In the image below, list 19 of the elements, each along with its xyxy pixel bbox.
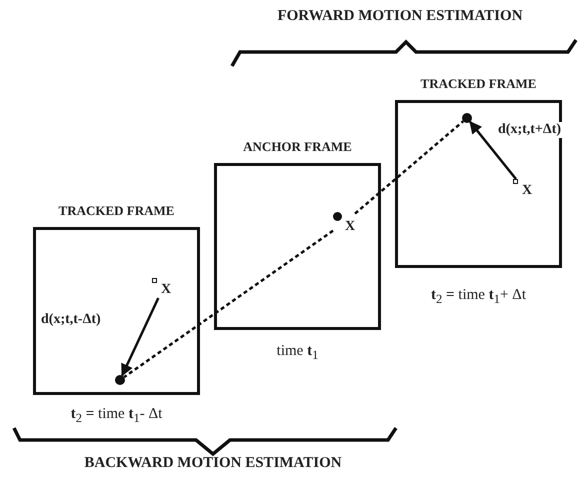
bracket-caption: BACKWARD MOTION ESTIMATION — [84, 455, 342, 472]
dashed-line — [123, 230, 334, 378]
point-label: X — [345, 220, 356, 234]
time-caption: t$_{2}$ = time t$_{1}$+ Δt — [431, 287, 526, 307]
arrow — [469, 120, 517, 180]
edge-label: d(x;t,t-Δt) — [40, 312, 102, 328]
time-caption: t$_{2}$ = time t$_{1}$- Δt — [70, 406, 162, 426]
arrow — [120, 297, 160, 377]
point-label: X — [161, 283, 172, 297]
bracket-caption: FORWARD MOTION ESTIMATION — [277, 8, 523, 25]
frame-heading: TRACKED FRAME — [58, 203, 174, 219]
point-label: X — [522, 184, 532, 198]
frame-heading: ANCHOR FRAME — [243, 139, 352, 155]
time-caption: time t$_{1}$ — [276, 343, 318, 363]
frame-heading: TRACKED FRAME — [420, 76, 536, 92]
end-point-dot — [462, 113, 472, 123]
end-point-dot — [115, 375, 125, 385]
edge-label: d(x;t,t+Δt) — [497, 122, 562, 138]
dashed-line — [354, 120, 464, 215]
